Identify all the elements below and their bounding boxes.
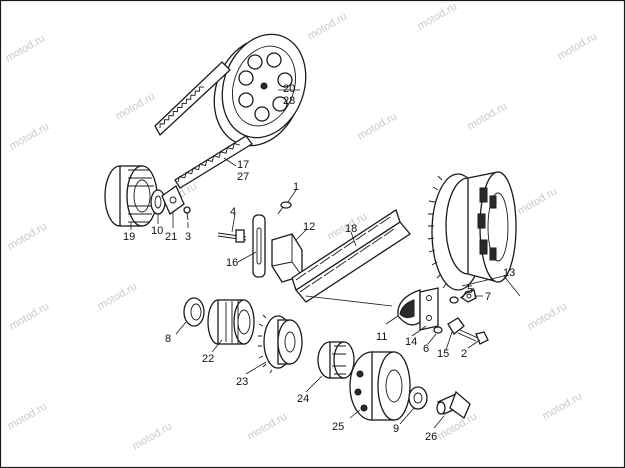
callout-28: 28	[283, 95, 295, 107]
rear-belt-pulley	[213, 33, 307, 147]
callout-21: 21	[165, 231, 177, 243]
clutch-sprocket-assembly	[427, 171, 517, 291]
callout-17: 17	[237, 159, 249, 171]
callout-5: 5	[467, 284, 473, 296]
callout-3: 3	[185, 231, 191, 243]
primary-chain	[291, 208, 411, 303]
callout-18: 18	[345, 223, 357, 235]
nut	[461, 289, 477, 303]
callout-20: 20	[283, 83, 295, 95]
shaft-bolt	[436, 390, 471, 419]
callout-22: 22	[202, 353, 214, 365]
callout-27: 27	[237, 171, 249, 183]
callout-11: 11	[376, 331, 387, 343]
callout-8: 8	[165, 333, 171, 345]
drive-belt-upper	[154, 61, 231, 137]
adjuster-screw	[217, 229, 247, 243]
callout-25: 25	[332, 421, 344, 433]
callout-15: 15	[437, 348, 449, 360]
group-bracket	[461, 275, 521, 297]
callout-13: 13	[503, 267, 515, 279]
callout-12: 12	[303, 221, 315, 233]
drive-belt-lower	[174, 135, 253, 189]
callout-labels: 20 28 17 27 1 4 12 18 16 19 10 21 3 13 5…	[123, 83, 515, 443]
bolt-top	[277, 201, 292, 215]
washer-small	[449, 296, 459, 304]
splined-hub	[207, 299, 255, 345]
engine-sprocket	[258, 314, 303, 374]
thrust-washer	[408, 386, 428, 410]
lock-plate	[161, 185, 185, 215]
tensioner-plate	[419, 287, 439, 331]
callout-6: 6	[423, 343, 429, 355]
screw-small	[183, 206, 191, 221]
washer-lower	[433, 326, 443, 334]
callout-23: 23	[236, 376, 248, 388]
lock-clip	[447, 317, 465, 335]
clutch-hub	[317, 341, 355, 379]
callout-10: 10	[151, 225, 163, 237]
clutch-drum	[349, 351, 411, 421]
callout-2: 2	[461, 348, 467, 360]
slotted-link	[252, 214, 266, 278]
retaining-plate	[150, 189, 166, 215]
callout-26: 26	[425, 431, 437, 443]
callout-7: 7	[485, 291, 491, 303]
callout-1: 1	[293, 181, 299, 193]
front-belt-sprocket	[104, 165, 158, 227]
callout-9: 9	[393, 423, 399, 435]
callout-24: 24	[297, 393, 309, 405]
assembly-leader-line	[305, 295, 393, 307]
callout-14: 14	[405, 336, 417, 348]
callout-19: 19	[123, 231, 135, 243]
callout-4: 4	[230, 206, 236, 218]
spacer-ring	[183, 297, 205, 327]
leader-lines	[130, 89, 483, 429]
callout-16: 16	[226, 257, 238, 269]
